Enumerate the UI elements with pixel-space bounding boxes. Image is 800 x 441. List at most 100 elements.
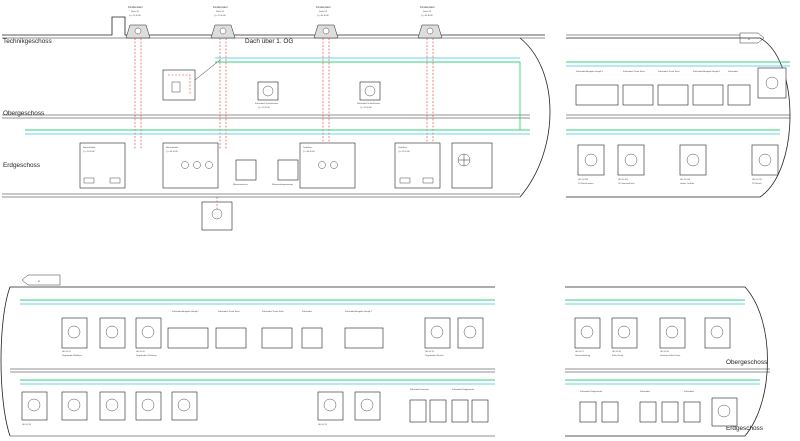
svg-text:GK 00.25: GK 00.25 (62, 351, 72, 353)
svg-text:Kühlmöbel Ausgabe Hauptl.3: Kühlmöbel Ausgabe Hauptl.3 (576, 70, 604, 73)
cellars-top-right: GK 00.208 TK Fleischwaren GK 00.209 TK G… (577, 144, 779, 185)
svg-text:Kühlmöbel Theke Salat: Kühlmöbel Theke Salat (658, 70, 680, 73)
svg-text:Kühlmöbel Ausgabe Hauptl.4: Kühlmöbel Ausgabe Hauptl.4 (693, 70, 721, 73)
svg-text:Kondensator: Kondensator (213, 5, 228, 9)
svg-text:Q = 44,9 kW: Q = 44,9 kW (166, 151, 178, 153)
svg-text:Kühlmöbel Schockfroster: Kühlmöbel Schockfroster (255, 102, 278, 105)
svg-text:GK 00.13: GK 00.13 (425, 351, 435, 353)
floor-label-technik: Technikgeschoss (3, 38, 52, 45)
svg-text:Q = 65,8 kW: Q = 65,8 kW (317, 15, 329, 17)
svg-text:Tagesbedarf Kühlware: Tagesbedarf Kühlware (136, 354, 158, 357)
svg-text:Kühlmöbel: Kühlmöbel (728, 71, 738, 73)
svg-text:Kühlmöbel: Kühlmöbel (684, 391, 694, 393)
svg-text:GK 00.20: GK 00.20 (136, 351, 146, 353)
svg-text:Q = 10,0 kW: Q = 10,0 kW (83, 151, 95, 153)
svg-text:Kühlmöbel Theke Salat: Kühlmöbel Theke Salat (262, 310, 284, 313)
svg-text:Kühlmöbel Kaltgetränke: Kühlmöbel Kaltgetränke (452, 388, 475, 391)
svg-text:Kühlmöbel Theke Salat: Kühlmöbel Theke Salat (218, 310, 240, 313)
section-arrow-a-right: A (739, 32, 765, 44)
svg-text:GK 00.209: GK 00.209 (618, 179, 629, 181)
kuehlmoebel-bottom-row: Kühlmöbel Ausgabe Hauptl.2 Kühlmöbel The… (167, 310, 384, 349)
svg-text:A: A (38, 279, 40, 283)
svg-text:Gefrier Tiefkühl: Gefrier Tiefkühl (680, 182, 695, 185)
floor-label-dach: Dach über 1. OG (245, 38, 293, 45)
svg-text:Kondensator: Kondensator (316, 5, 331, 9)
svg-text:Wärmerückgewinnung: Wärmerückgewinnung (272, 183, 294, 186)
unit-top-right-corner (757, 67, 787, 99)
svg-text:Kühlmöbel Ausgabe Hauptl.1: Kühlmöbel Ausgabe Hauptl.1 (345, 310, 373, 313)
section-top-left: Technikgeschoss Dach über 1. OG Obergesc… (2, 5, 551, 231)
lower-cellars-bottom-left: GK 00.18 GK 00.19 (21, 391, 381, 426)
svg-text:Kühlmöbel: Kühlmöbel (640, 391, 650, 393)
svg-text:Stufe 1/1: Stufe 1/1 (319, 10, 328, 13)
heat-recovery-detail (162, 59, 221, 101)
svg-text:Tagesbedarf Fleisch: Tagesbedarf Fleisch (425, 354, 444, 357)
svg-text:Q = 19,3 kW: Q = 19,3 kW (258, 107, 270, 109)
svg-text:Wärmetauscher: Wärmetauscher (233, 183, 248, 186)
svg-text:Kühlmöbel Schockfroster: Kühlmöbel Schockfroster (357, 102, 380, 105)
eg-rack-4: Tiefkühler Q = 19,5 kW (394, 142, 441, 189)
pump-detail (201, 197, 233, 231)
svg-text:Tagesbedarf Molkerei: Tagesbedarf Molkerei (62, 354, 82, 357)
kuehlmoebel-top-row: Kühlmöbel Ausgabe Hauptl.3 Kühlmöbel The… (575, 70, 751, 106)
floor-label-erd-right: Erdgeschoss (726, 425, 763, 432)
svg-text:Stufe 2/1: Stufe 2/1 (131, 10, 140, 13)
eg-rack-2: Normalkühler Q = 44,9 kW (162, 142, 219, 189)
floor-label-erd: Erdgeschoss (3, 162, 40, 169)
svg-text:A: A (748, 37, 750, 41)
svg-text:Kühlmöbel Getränke: Kühlmöbel Getränke (410, 388, 430, 391)
svg-text:Q = 65,8 kW: Q = 65,8 kW (421, 15, 433, 17)
svg-text:Kondensator: Kondensator (420, 5, 435, 9)
svg-text:Q = 29,0 kW: Q = 29,0 kW (360, 107, 372, 109)
section-top-right: A Kühlmöbel Ausgabe Hauptl.3 Kühlmöbel T… (566, 32, 791, 198)
eg-coldroom-right (451, 142, 493, 189)
eg-rack-1: Normalkühler Q = 10,0 kW (79, 142, 126, 189)
section-arrow-a-left: A (21, 274, 61, 286)
section-bottom-left: A Kühlmöbel Ausgabe Hauptl.2 Kühlmöbel T… (0, 274, 495, 437)
kuehlmoebel-lower-right: Kühlmöbel Kaltgetränke Kühlmöbel Kühlmöb… (579, 390, 701, 423)
svg-text:Normalkühler: Normalkühler (166, 146, 179, 149)
roof-condenser-2: Kondensator Stufe 1/1 Q = 75,0 kW (210, 5, 236, 39)
svg-text:GK 00.214: GK 00.214 (680, 179, 691, 181)
cellars-bottom-right: GK 00.27 Gemüsekühlung GK 00.30 Kalte Kü… (574, 317, 738, 427)
roof-condenser-3: Kondensator Stufe 1/1 Q = 65,8 kW (313, 5, 339, 39)
svg-text:TK Fleisch: TK Fleisch (752, 183, 763, 185)
svg-text:Q = 46,0 kW: Q = 46,0 kW (303, 151, 315, 153)
svg-text:Kühlmöbel Ausgabe Hauptl.2: Kühlmöbel Ausgabe Hauptl.2 (172, 310, 200, 313)
svg-text:Normalkühler: Normalkühler (83, 146, 96, 149)
svg-text:GK 00.18: GK 00.18 (22, 424, 32, 426)
svg-text:Kühlmöbel Theke Salat: Kühlmöbel Theke Salat (623, 70, 645, 73)
svg-text:TK Fleischwaren: TK Fleischwaren (578, 182, 594, 185)
svg-text:GK 00.19: GK 00.19 (318, 424, 328, 426)
svg-text:GK 00.215: GK 00.215 (752, 179, 763, 181)
svg-text:TK Gemüse/Fisch: TK Gemüse/Fisch (618, 183, 635, 185)
floor-label-ober-right: Obergeschoss (726, 359, 767, 366)
svg-text:Kondensator: Kondensator (128, 5, 143, 9)
svg-text:Kühlmöbel: Kühlmöbel (302, 311, 312, 313)
eg-heat-exchanger: Wärmetauscher Wärmerückgewinnung (233, 159, 299, 186)
upper-cellars-bottom-left: GK 00.25 Tagesbedarf Molkerei GK 00.20 T… (61, 317, 484, 357)
svg-text:Q = 75,0 kW: Q = 75,0 kW (214, 15, 226, 17)
svg-text:Tiefkühler: Tiefkühler (303, 146, 312, 149)
ob-cooler-b: Kühlmöbel Schockfroster Q = 29,0 kW (357, 81, 380, 109)
roof-condenser-4: Kondensator Stufe 2/1 Q = 65,8 kW (417, 5, 443, 39)
svg-text:Stufe 2/1: Stufe 2/1 (423, 10, 432, 13)
floor-label-ober: Obergeschoss (3, 110, 44, 117)
section-bottom-right: Obergeschoss Erdgeschoss GK 00.27 Gemüse… (565, 286, 770, 437)
svg-text:Tiefkühler: Tiefkühler (398, 146, 407, 149)
eg-rack-3: Tiefkühler Q = 46,0 kW (299, 142, 356, 189)
svg-text:Getränke Kalte Küche: Getränke Kalte Küche (660, 354, 681, 357)
svg-text:Gemüsekühlung: Gemüsekühlung (575, 355, 591, 357)
svg-text:GK 00.26: GK 00.26 (660, 351, 670, 353)
svg-text:Kalte Küche: Kalte Küche (612, 354, 624, 357)
svg-text:GK 00.27: GK 00.27 (575, 351, 585, 353)
ob-cooler-a: Kühlmöbel Schockfroster Q = 19,3 kW (255, 81, 278, 109)
svg-text:GK 00.208: GK 00.208 (578, 179, 589, 181)
svg-text:Stufe 1/1: Stufe 1/1 (216, 10, 225, 13)
svg-text:Q = 75,0 kW: Q = 75,0 kW (129, 15, 141, 17)
svg-text:Kühlmöbel Kaltgetränke: Kühlmöbel Kaltgetränke (580, 390, 603, 393)
svg-text:GK 00.30: GK 00.30 (612, 351, 622, 353)
roof-condenser-1: Kondensator Stufe 2/1 Q = 75,0 kW (125, 5, 151, 39)
svg-text:Q = 19,5 kW: Q = 19,5 kW (398, 151, 410, 153)
